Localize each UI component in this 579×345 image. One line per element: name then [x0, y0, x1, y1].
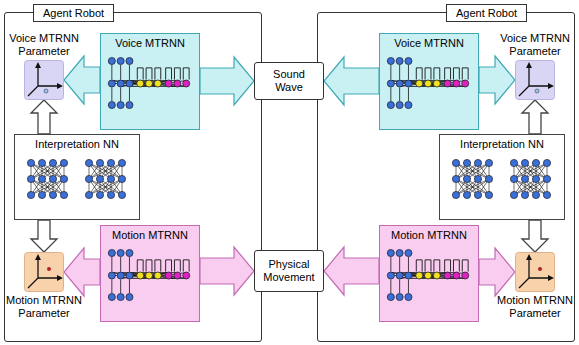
- parameter-space-icon: [515, 60, 555, 100]
- axis-icon: [516, 61, 555, 100]
- mtrnn-network: [384, 246, 474, 307]
- robot-title: Agent Robot: [33, 4, 114, 22]
- nn-icon: [25, 157, 71, 201]
- nn-graphic: [85, 159, 125, 198]
- axis-icon: [25, 61, 64, 100]
- parameter-node: Voice MTRNN Parameter: [515, 60, 555, 100]
- mtrnn-network: [105, 246, 195, 307]
- agent-robot-frame: Agent RobotVoice MTRNN ParameterVoice MT…: [4, 12, 262, 342]
- fat-arrow: [200, 57, 254, 105]
- parameter-node: Voice MTRNN Parameter: [24, 60, 64, 100]
- node-label: Voice MTRNN: [115, 37, 185, 50]
- mtrnn-graphic: [387, 250, 468, 301]
- interpretation-box: Interpretation NN: [14, 134, 140, 220]
- fat-arrow: [324, 247, 379, 295]
- parameter-label: Motion MTRNN Parameter: [493, 294, 577, 320]
- fat-arrow: [324, 57, 379, 105]
- mtrnn-box: Voice MTRNN: [100, 33, 200, 130]
- node-label: Voice MTRNN: [394, 37, 464, 50]
- mtrnn-graphic: [108, 250, 189, 301]
- nn-icon: [83, 157, 129, 201]
- agent-robot-frame: Agent RobotVoice MTRNNVoice MTRNN Parame…: [317, 12, 575, 342]
- mtrnn-graphic: [108, 58, 189, 109]
- node-label: Motion MTRNN: [391, 229, 467, 242]
- parameter-node: Motion MTRNN Parameter: [515, 252, 555, 292]
- mtrnn-box: Motion MTRNN: [379, 225, 479, 322]
- robot-title: Agent Robot: [446, 4, 527, 22]
- fat-arrow: [64, 248, 100, 296]
- nn-icon-row: [25, 157, 129, 201]
- parameter-space-icon: [24, 60, 64, 100]
- parameter-label: Voice MTRNN Parameter: [493, 32, 577, 58]
- parameter-space-icon: [515, 252, 555, 292]
- fat-arrow: [479, 248, 515, 296]
- mtrnn-graphic: [387, 58, 468, 109]
- parameter-label: Motion MTRNN Parameter: [2, 294, 86, 320]
- mtrnn-network: [384, 54, 474, 115]
- axis-icon: [25, 253, 64, 292]
- nn-graphic: [510, 159, 550, 198]
- medium-box: Physical Movement: [254, 250, 324, 292]
- node-label: Motion MTRNN: [112, 229, 188, 242]
- hollow-arrow: [31, 100, 57, 134]
- hollow-arrow: [31, 220, 57, 252]
- hollow-arrow: [522, 220, 548, 252]
- parameter-label: Voice MTRNN Parameter: [2, 32, 86, 58]
- axis-icon: [516, 253, 555, 292]
- fat-arrow: [479, 56, 515, 104]
- parameter-node: Motion MTRNN Parameter: [24, 252, 64, 292]
- node-label: Interpretation NN: [35, 138, 119, 151]
- hollow-arrow: [522, 100, 548, 134]
- nn-icon: [450, 157, 496, 201]
- node-label: Interpretation NN: [460, 138, 544, 151]
- fat-arrow: [200, 247, 254, 295]
- mtrnn-box: Voice MTRNN: [379, 33, 479, 130]
- nn-graphic: [452, 159, 492, 198]
- nn-icon: [508, 157, 554, 201]
- fat-arrow: [64, 56, 100, 104]
- nn-icon-row: [450, 157, 554, 201]
- interpretation-box: Interpretation NN: [439, 134, 565, 220]
- nn-graphic: [27, 159, 67, 198]
- node-label: Sound Wave: [259, 68, 319, 94]
- parameter-space-icon: [24, 252, 64, 292]
- mtrnn-box: Motion MTRNN: [100, 225, 200, 322]
- medium-box: Sound Wave: [254, 62, 324, 100]
- node-label: Physical Movement: [259, 258, 319, 284]
- mtrnn-network: [105, 54, 195, 115]
